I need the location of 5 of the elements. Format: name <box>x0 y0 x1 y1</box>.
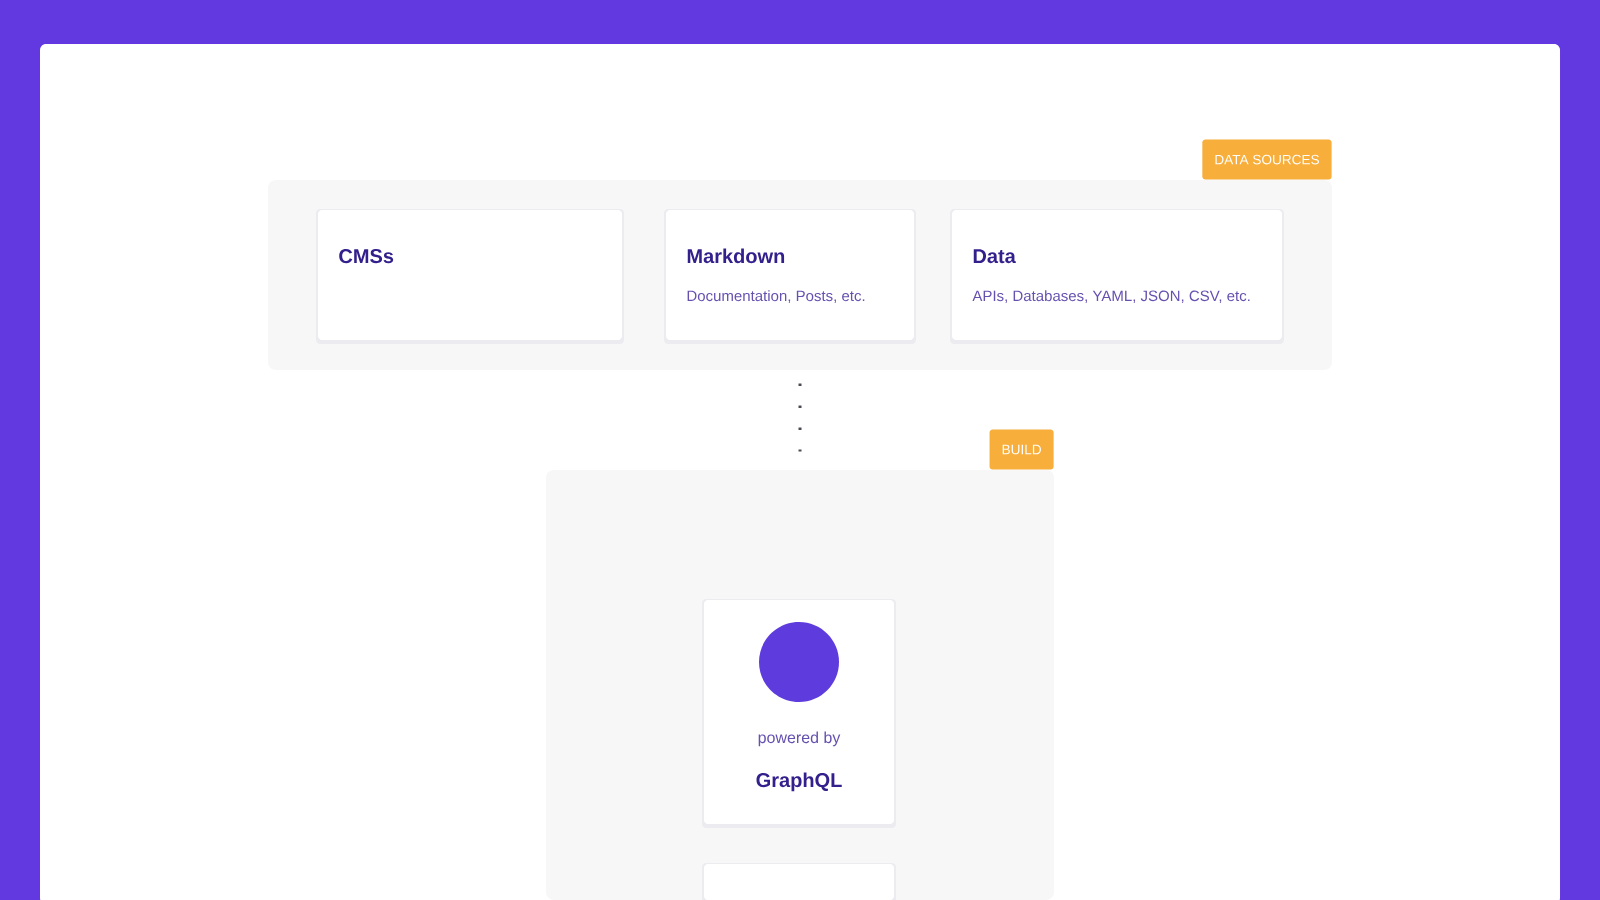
card-heading: Data <box>973 249 1016 264</box>
card-text: powered by <box>758 731 841 747</box>
card-heading: GraphQL <box>756 772 842 792</box>
card-heading: Markdown <box>687 248 785 264</box>
card-heading: CMSs <box>339 249 394 264</box>
